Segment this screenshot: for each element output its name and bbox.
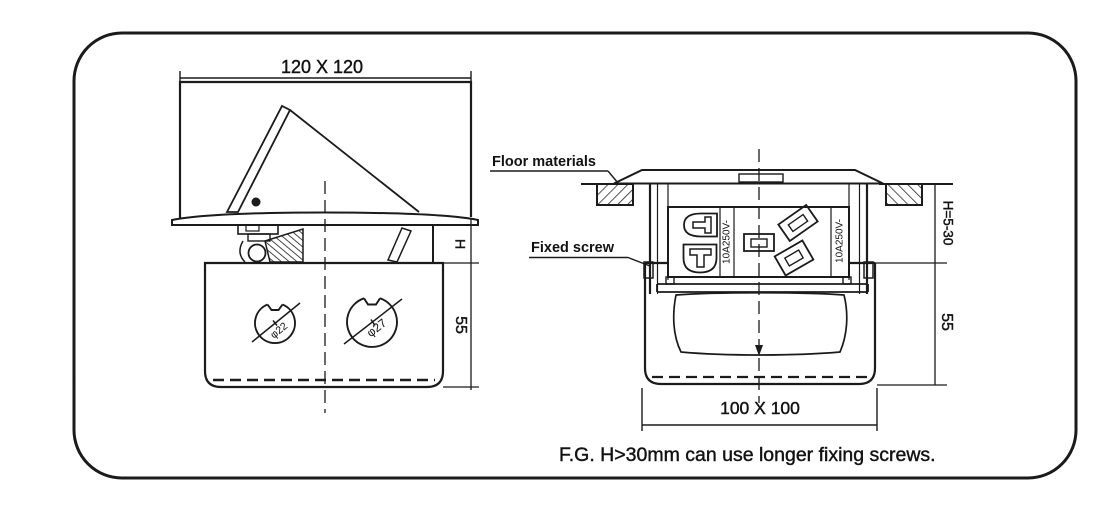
mounting-foot-left <box>665 276 675 285</box>
socket-panel-dividers <box>719 207 832 277</box>
left-view-dimension-lines <box>443 218 479 390</box>
hinge-block <box>247 233 271 242</box>
right-view-dimension-lines <box>868 183 947 386</box>
fixed-screw-label: Fixed screw <box>531 240 615 256</box>
floor-materials-label: Floor materials <box>492 154 596 170</box>
socket-rating-right-label: 10A250V- <box>835 219 846 263</box>
depth-dim-label: 55 <box>452 316 469 334</box>
footnote-text: F.G. H>30mm can use longer fixing screws… <box>559 444 936 466</box>
lid-support <box>386 227 413 263</box>
top-dimension-label: 120 X 120 <box>281 57 363 77</box>
mount-height-dim-label: H=5-30 <box>940 201 955 246</box>
cover-lid <box>613 169 884 185</box>
right-view-drawing: 10A250V- 10A250V- H=5-30 55 1 <box>490 149 956 431</box>
angled-socket-slot-1 <box>777 203 819 243</box>
fixed-screw-leader-line <box>529 256 651 267</box>
cable-bundle <box>672 291 848 356</box>
frame-border <box>72 31 1078 480</box>
socket-rating-left-label: 10A250V- <box>722 220 733 264</box>
box-inner-walls <box>656 183 861 294</box>
hinge-arm <box>239 240 246 263</box>
lid-latch <box>738 173 784 183</box>
hinge-pin <box>247 243 267 263</box>
left-view-drawing: 120 X 120 φ22 <box>171 57 479 413</box>
hinge-bracket-notch <box>245 224 260 232</box>
box-outer-walls <box>648 183 869 294</box>
three-pin-socket-icon <box>682 243 718 274</box>
angled-socket-slot-2 <box>773 239 815 277</box>
hole-diameter-large-label: φ27 <box>364 316 390 340</box>
height-dim-label: H <box>452 239 468 249</box>
pivot-dot <box>251 197 261 207</box>
floor-material-hatch-left <box>596 183 634 206</box>
flap-edge-line <box>289 109 420 213</box>
bottom-dimension-label: 100 X 100 <box>720 398 800 418</box>
cover-box-outline <box>178 80 473 218</box>
bottom-dimension-line <box>641 388 878 431</box>
lower-box-outline <box>643 261 877 386</box>
floor-material-hatch-right <box>885 183 923 206</box>
mounting-plate <box>656 283 869 293</box>
hinge-assembly <box>237 224 434 263</box>
right-depth-dim-label: 55 <box>938 313 955 331</box>
center-arrow <box>755 345 763 356</box>
open-flap <box>225 104 292 213</box>
two-pin-socket-icon <box>683 212 718 238</box>
hole-diameter-small-label: φ22 <box>268 320 290 341</box>
lid-plate <box>171 211 479 226</box>
cable-hole-large: φ27 <box>343 297 403 348</box>
mounting-foot-right <box>842 276 852 285</box>
fixing-screw-right <box>863 261 874 279</box>
cable-hole-small: φ22 <box>251 302 301 344</box>
floor-materials-leader-line <box>490 170 619 184</box>
hinge-bracket <box>237 224 279 235</box>
bottom-box-outline <box>203 261 445 389</box>
